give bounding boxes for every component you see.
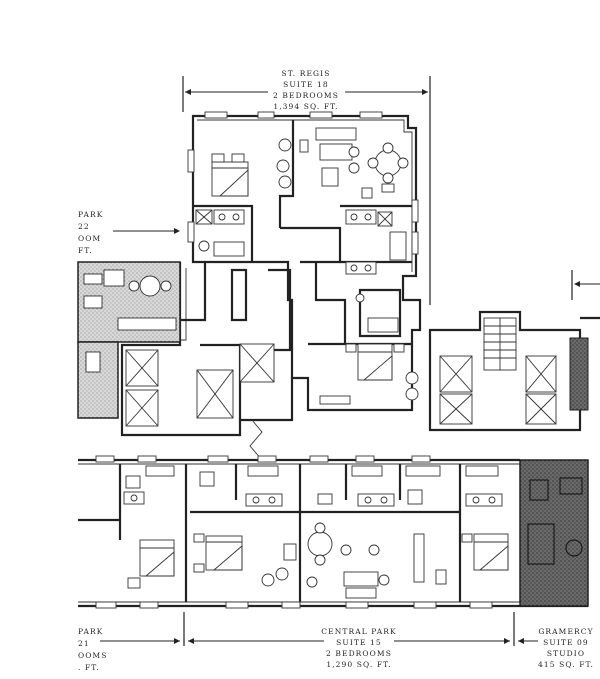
park-upper-area: FT. bbox=[78, 246, 93, 255]
central-park-suite: SUITE 15 bbox=[336, 638, 382, 647]
right-core bbox=[428, 310, 600, 432]
park-lower-name: PARK bbox=[78, 627, 103, 636]
gramercy-area: 415 SQ. FT. bbox=[538, 660, 594, 669]
park-upper-suite: 22 bbox=[78, 222, 90, 231]
gramercy-name: GRAMERCY bbox=[538, 627, 593, 636]
right-dimension-arrow bbox=[571, 270, 600, 300]
park-lower-left-label: PARK 21 OOMS . FT. bbox=[78, 627, 108, 672]
lower-windows bbox=[95, 455, 493, 609]
gramercy-studio-unit bbox=[519, 459, 589, 607]
park-22-unit bbox=[77, 261, 181, 419]
elevator-bank-left bbox=[125, 343, 275, 427]
park-upper-left-label: PARK 22 OOM FT. bbox=[78, 210, 180, 255]
st-regis-suite: SUITE 18 bbox=[283, 80, 329, 89]
st-regis-bedroom-1 bbox=[211, 138, 292, 197]
central-corridor-walls bbox=[120, 262, 294, 461]
central-park-bedrooms: 2 BEDROOMS bbox=[326, 649, 392, 658]
st-regis-bedroom-2 bbox=[319, 293, 419, 405]
central-park-bedroom-1 bbox=[193, 533, 297, 587]
park-lower-area: . FT. bbox=[78, 663, 100, 672]
st-regis-area: 1,394 SQ. FT. bbox=[273, 102, 338, 111]
lower-dimension-lines bbox=[100, 612, 538, 646]
gramercy-type: STUDIO bbox=[547, 649, 585, 658]
st-regis-bathroom-1 bbox=[195, 209, 245, 257]
central-park-living-room bbox=[306, 522, 447, 599]
st-regis-bathroom-2 bbox=[345, 209, 407, 275]
lower-building-walls bbox=[78, 458, 588, 608]
st-regis-dimension-line bbox=[182, 76, 431, 305]
gramercy-suite: SUITE 09 bbox=[543, 638, 589, 647]
st-regis-living-room bbox=[299, 127, 409, 199]
gramercy-label: GRAMERCY SUITE 09 STUDIO 415 SQ. FT. bbox=[538, 627, 594, 669]
park-lower-bedrooms: OOMS bbox=[78, 651, 108, 660]
st-regis-suite-walls bbox=[187, 111, 422, 412]
central-park-label: CENTRAL PARK SUITE 15 2 BEDROOMS 1,290 S… bbox=[321, 627, 396, 669]
park-21-bedroom bbox=[127, 539, 175, 589]
st-regis-label: ST. REGIS SUITE 18 2 BEDROOMS 1,394 SQ. … bbox=[273, 69, 339, 111]
central-park-area: 1,290 SQ. FT. bbox=[326, 660, 391, 669]
park-upper-bedrooms: OOM bbox=[78, 234, 101, 243]
lower-bathrooms bbox=[123, 465, 503, 507]
central-park-name: CENTRAL PARK bbox=[321, 627, 396, 636]
st-regis-bedrooms: 2 BEDROOMS bbox=[273, 91, 339, 100]
gramercy-bedroom bbox=[461, 533, 509, 571]
park-upper-name: PARK bbox=[78, 210, 103, 219]
park-lower-suite: 21 bbox=[78, 639, 90, 648]
st-regis-name: ST. REGIS bbox=[282, 69, 331, 78]
